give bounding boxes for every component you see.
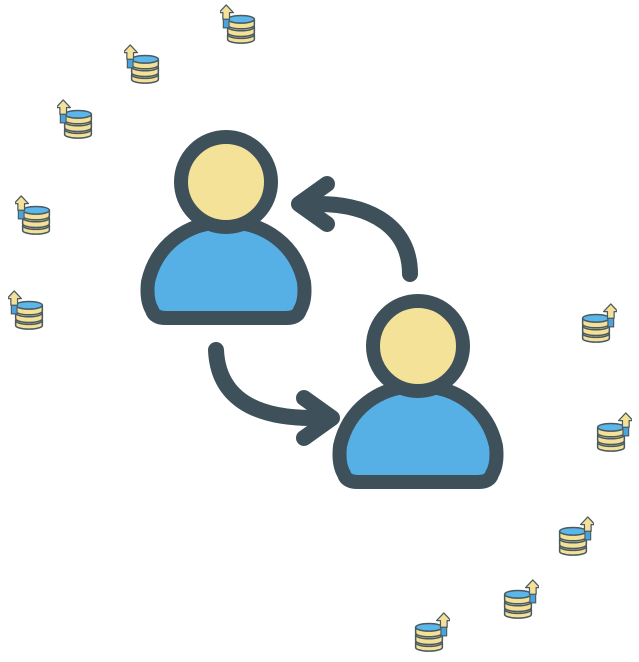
curved-arrow-icon: [208, 342, 340, 446]
coin-stack-upload-icon: [505, 580, 540, 618]
person-body: [332, 379, 504, 489]
person-head: [366, 294, 470, 398]
person-icon: [332, 294, 504, 489]
coin-stack-upload-icon: [583, 304, 618, 342]
person-icon: [140, 130, 312, 325]
coin-stack-upload-icon: [598, 413, 633, 451]
coin-stack-upload-icon: [416, 613, 451, 651]
person-body: [140, 215, 312, 325]
person-head: [174, 130, 278, 234]
coin-stack-upload-icon: [15, 195, 51, 235]
coin-stack-upload-icon: [124, 44, 160, 84]
coin-stack-upload-icon: [220, 4, 256, 44]
coin-stack-upload-icon: [560, 517, 595, 555]
curved-arrow-icon: [291, 176, 418, 282]
coin-stack-upload-icon: [8, 290, 44, 330]
coin-stack-upload-icon: [57, 99, 93, 139]
